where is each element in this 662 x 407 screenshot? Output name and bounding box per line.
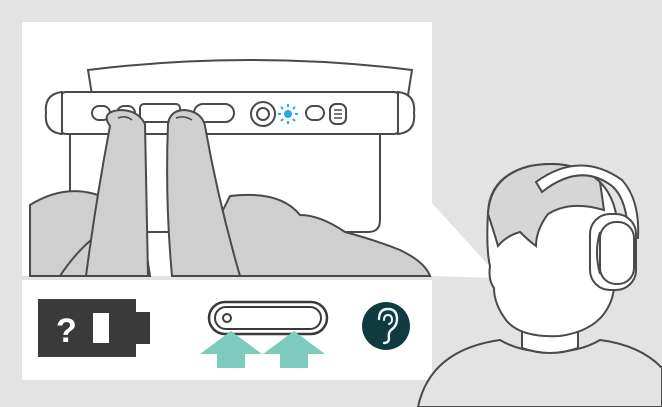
headset-buttons-panel	[22, 22, 432, 276]
person-with-headset-illustration	[418, 164, 662, 407]
status-panel: ?	[22, 280, 432, 380]
battery-status-symbol: ?	[56, 312, 77, 350]
led-indicator-icon	[278, 104, 298, 124]
button-pair-icon	[209, 302, 327, 334]
ear-icon	[362, 302, 410, 350]
battery-status-icon: ?	[38, 299, 150, 357]
